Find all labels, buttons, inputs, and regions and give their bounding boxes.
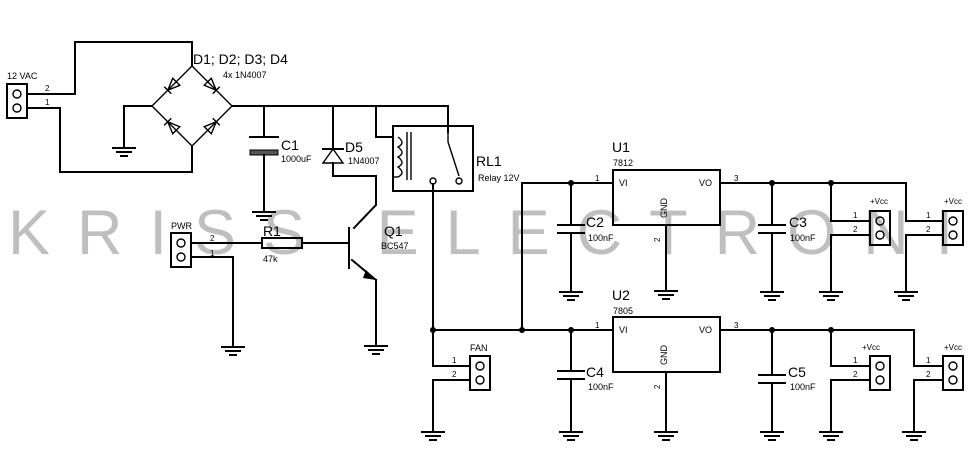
u2-vi: VI	[619, 325, 628, 335]
out5a-label: +Vcc	[862, 343, 880, 352]
out5b-terminal: +Vcc 1 2	[902, 329, 964, 441]
r1-value: 47k	[263, 254, 278, 264]
out12b-pin2: 2	[926, 225, 931, 234]
bridge-rectifier: D1; D2; D3; D4 4x 1N4007	[151, 51, 288, 147]
u2-gnd: GND	[659, 345, 669, 366]
u1-value: 7812	[613, 158, 633, 168]
u1-ref: U1	[612, 139, 630, 155]
fan-label: FAN	[470, 343, 488, 353]
u1-pin1: 1	[595, 174, 600, 183]
out12b-pin1: 1	[926, 211, 931, 220]
d5-ref: D5	[345, 139, 363, 155]
u2-value: 7805	[613, 306, 633, 316]
c3-value: 100nF	[790, 233, 816, 243]
pwr-terminal: PWR 2 1	[170, 221, 263, 356]
u2-vo: VO	[699, 325, 712, 335]
c5-capacitor: C5 100nF	[758, 329, 816, 441]
u1-regulator: VI VO GND U1 7812 1 3 2	[521, 139, 907, 300]
c1-ref: C1	[281, 137, 299, 153]
c5-ref: C5	[788, 364, 806, 380]
pwr-pin2: 2	[210, 234, 215, 243]
c3-capacitor: C3 100nF	[758, 182, 816, 301]
u2-ref: U2	[612, 287, 630, 303]
c3-ref: C3	[789, 214, 807, 230]
c1-capacitor: C1 1000uF	[249, 105, 312, 221]
bridge-wiring	[26, 41, 193, 173]
out12b-label: +Vcc	[944, 197, 962, 206]
out5b-label: +Vcc	[944, 343, 962, 352]
bridge-ref: D1; D2; D3; D4	[193, 51, 288, 67]
u1-vo: VO	[699, 178, 712, 188]
c1-value: 1000uF	[281, 154, 312, 164]
out5a-pin2: 2	[853, 370, 858, 379]
r1-ref: R1	[263, 223, 281, 239]
u1-pin3: 3	[734, 174, 739, 183]
out12a-pin1: 1	[853, 211, 858, 220]
out5a-terminal: +Vcc 1 2	[819, 329, 891, 441]
c4-ref: C4	[586, 364, 604, 380]
c5-value: 100nF	[790, 382, 816, 392]
rl1-value: Relay 12V	[478, 173, 520, 183]
out12b-terminal: +Vcc 1 2	[894, 182, 964, 301]
c4-value: 100nF	[588, 382, 614, 392]
u2-pin2: 2	[653, 384, 662, 389]
u2-pin1: 1	[595, 321, 600, 330]
u2-pin3: 3	[734, 321, 739, 330]
u1-vi: VI	[619, 178, 628, 188]
pwr-label: PWR	[171, 221, 192, 231]
fan-terminal: FAN 1 2	[421, 329, 523, 441]
out5b-pin1: 1	[926, 356, 931, 365]
out12a-terminal: +Vcc 1 2	[819, 182, 891, 301]
fan-pin2: 2	[452, 370, 457, 379]
ac-input-terminal: 12 VAC 2 1	[6, 71, 50, 119]
ac-input-label: 12 VAC	[7, 71, 38, 81]
q1-value: BC547	[381, 241, 409, 251]
out12a-label: +Vcc	[870, 197, 888, 206]
rl1-ref: RL1	[476, 153, 502, 169]
ac-input-pin2: 2	[45, 84, 50, 93]
q1-transistor: Q1 BC547	[348, 175, 409, 355]
ac-input-pin1: 1	[45, 98, 50, 107]
r1-resistor: R1 47k	[261, 223, 350, 264]
bridge-value: 4x 1N4007	[223, 70, 267, 80]
relay-rl1: RL1 Relay 12V	[375, 105, 520, 331]
c4-capacitor: C4 100nF	[557, 329, 614, 441]
pwr-pin1: 1	[210, 249, 215, 258]
u2-regulator: VI VO GND U2 7805 1 3 2	[430, 287, 915, 441]
out12a-pin2: 2	[853, 225, 858, 234]
u1-pin2: 2	[653, 237, 662, 242]
d5-diode: D5 1N4007	[321, 105, 380, 177]
fan-pin1: 1	[452, 356, 457, 365]
u1-gnd: GND	[659, 198, 669, 219]
c2-ref: C2	[586, 214, 604, 230]
out5b-pin2: 2	[926, 370, 931, 379]
c2-capacitor: C2 100nF	[557, 182, 614, 301]
d5-value: 1N4007	[348, 156, 380, 166]
c2-value: 100nF	[588, 233, 614, 243]
out5a-pin1: 1	[853, 356, 858, 365]
q1-ref: Q1	[384, 223, 403, 239]
